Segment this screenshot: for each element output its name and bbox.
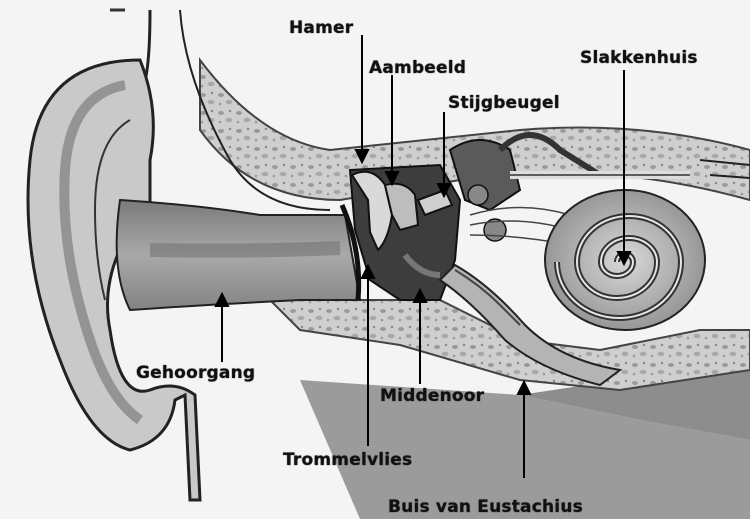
label-middenoor: Middenoor [380,388,484,405]
label-stijgbeugel: Stijgbeugel [448,95,560,112]
label-gehoorgang: Gehoorgang [136,365,255,382]
label-buis-van-eustachius: Buis van Eustachius [388,499,583,516]
label-trommelvlies: Trommelvlies [283,452,412,469]
label-slakkenhuis: Slakkenhuis [580,50,698,67]
label-hamer: Hamer [289,20,353,37]
label-aambeeld: Aambeeld [369,60,466,77]
